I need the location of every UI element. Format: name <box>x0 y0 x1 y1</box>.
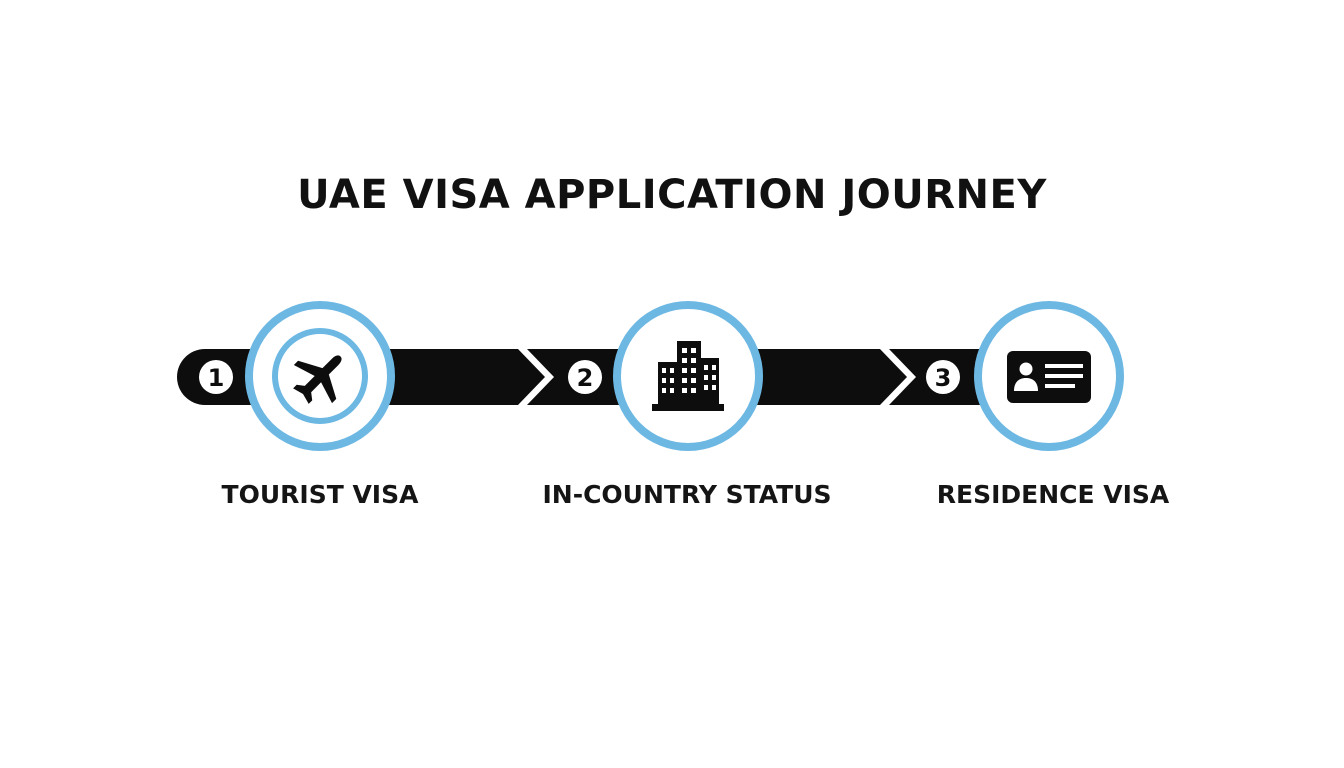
step-number: 1 <box>208 364 225 392</box>
step-label-in-country-status: IN-COUNTRY STATUS <box>542 480 832 509</box>
airplane-icon <box>293 355 342 404</box>
step-number-badge <box>199 360 233 394</box>
step-number-badge <box>926 360 960 394</box>
step-number: 3 <box>935 364 952 392</box>
step-label-residence-visa: RESIDENCE VISA <box>936 480 1170 509</box>
step-number: 2 <box>577 364 594 392</box>
building-icon <box>652 341 724 411</box>
step-number-badge <box>568 360 602 394</box>
step-1: 1 <box>199 301 395 451</box>
step-3: 3 <box>926 301 1124 451</box>
step-2: 2 <box>568 301 763 451</box>
page-title: UAE VISA APPLICATION JOURNEY <box>297 172 1047 218</box>
id-card-icon <box>1007 351 1091 403</box>
step-label-tourist-visa: TOURIST VISA <box>221 480 419 509</box>
